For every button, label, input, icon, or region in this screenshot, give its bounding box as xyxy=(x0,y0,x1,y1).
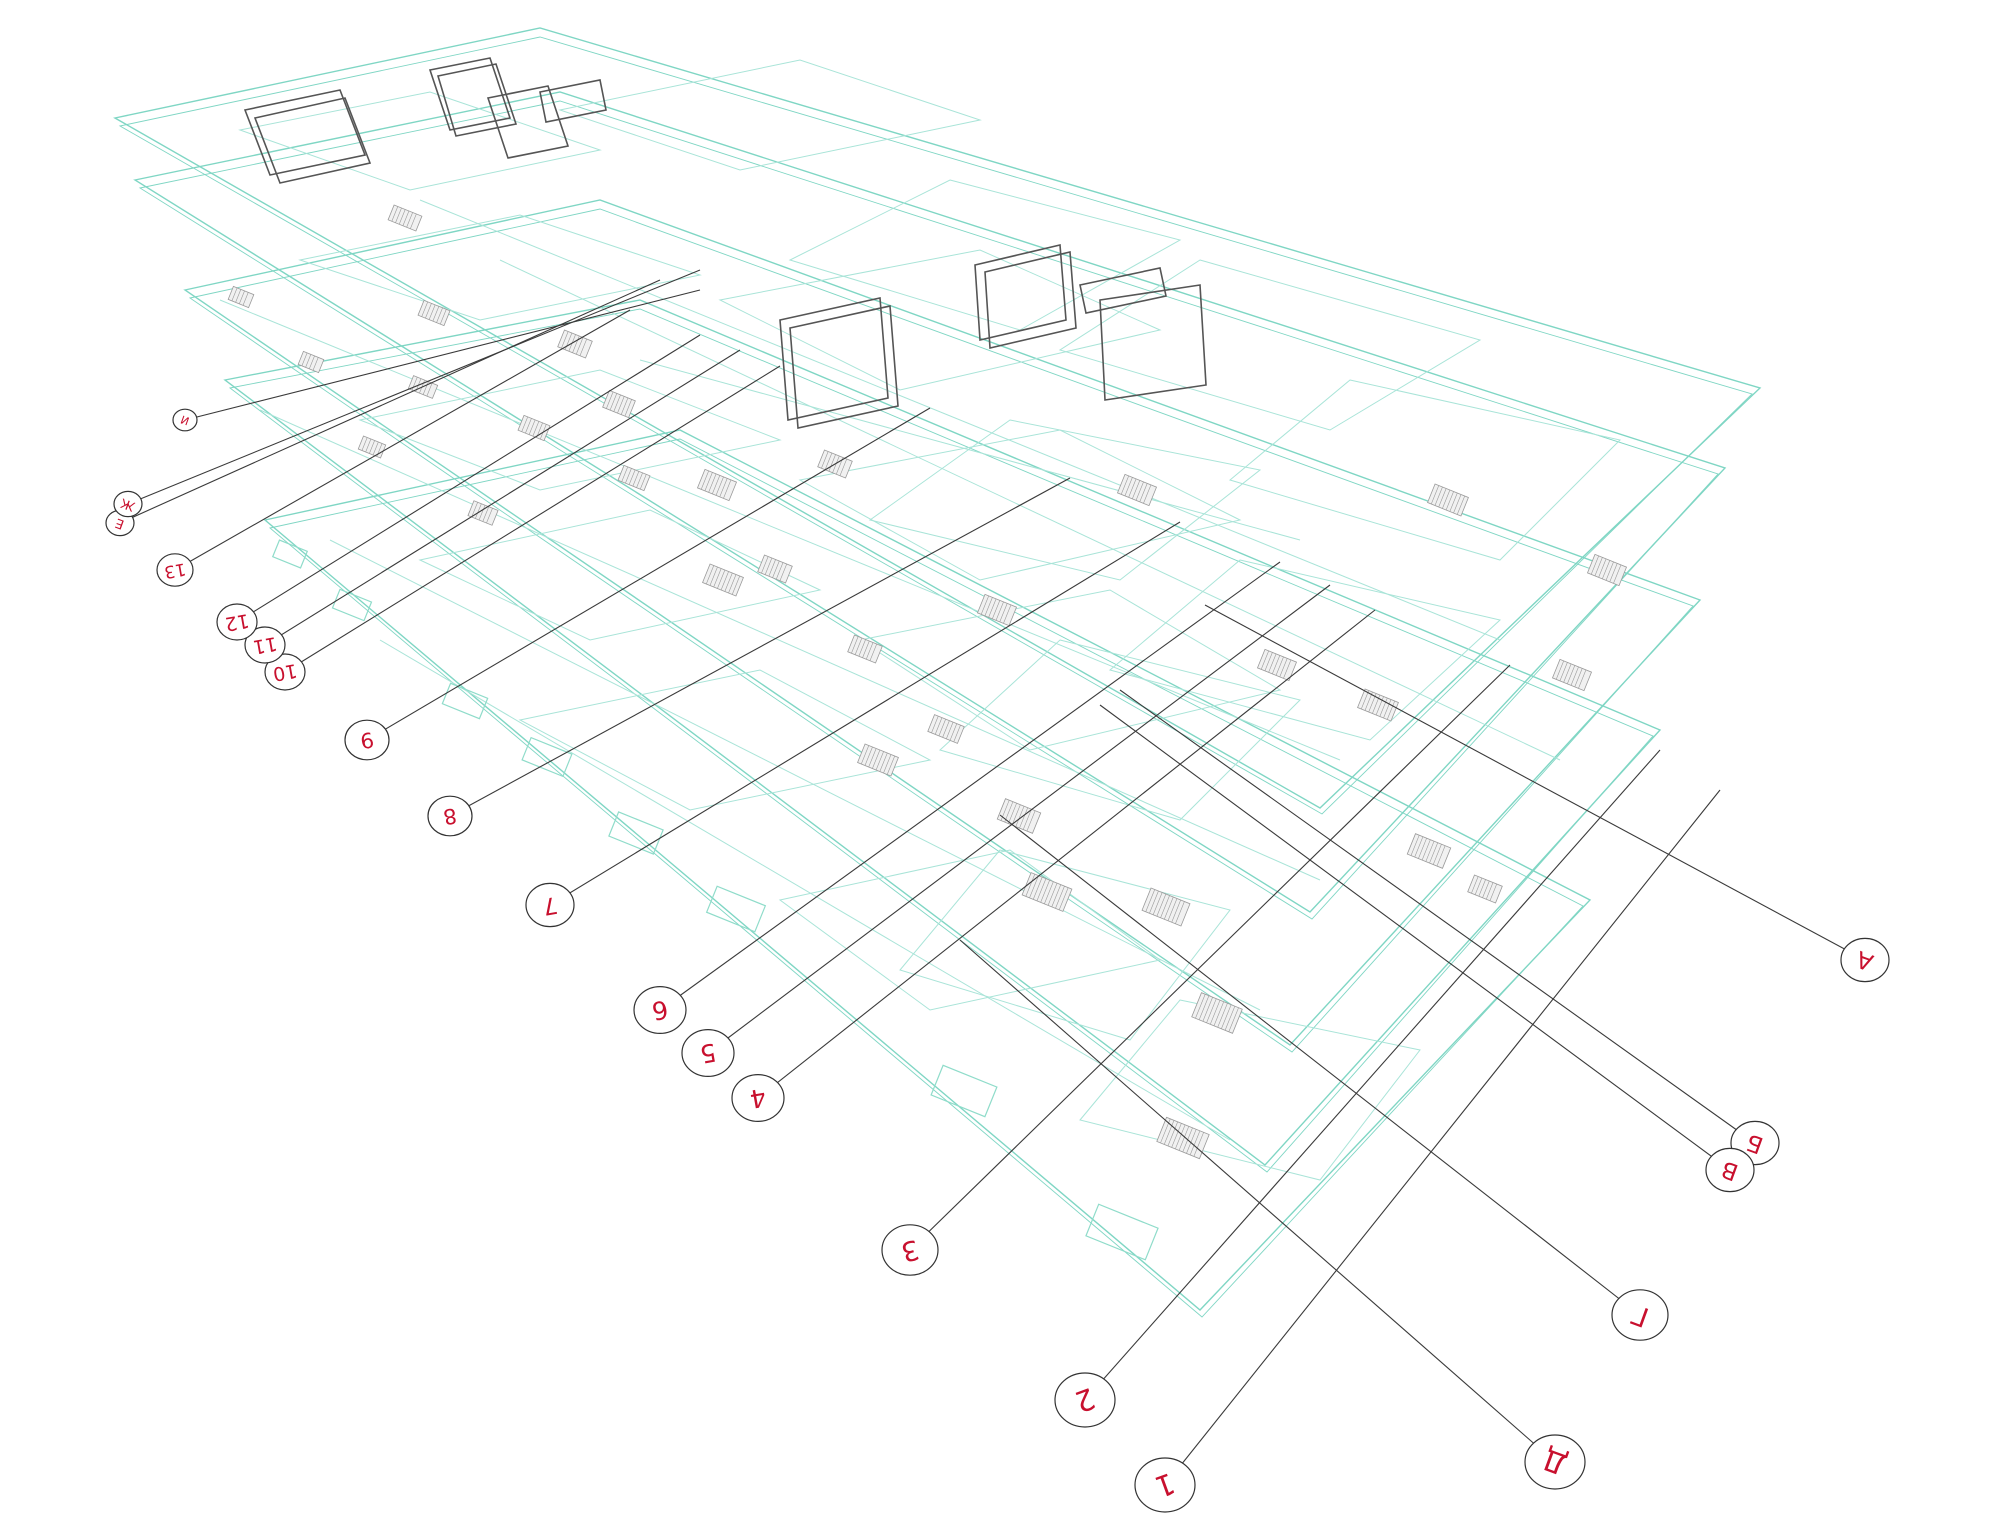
floor-slabs xyxy=(113,27,1762,1318)
axis-bubble-2: 2 xyxy=(1054,1372,1116,1428)
radiator-7 xyxy=(847,634,883,664)
axis-bubble-4: 4 xyxy=(731,1073,785,1122)
axis-line-4 xyxy=(757,609,1376,1099)
radiator-11 xyxy=(1141,887,1191,927)
radiator-13 xyxy=(1156,1116,1210,1160)
axis-bubble-9: 9 xyxy=(344,719,390,761)
axis-label-13: 13 xyxy=(163,558,188,581)
axis-label-10: 10 xyxy=(271,659,299,685)
axis-bubble-3: 3 xyxy=(881,1224,939,1276)
floor-slab-4 xyxy=(133,91,1727,913)
axis-bubble-6: 6 xyxy=(633,985,687,1034)
axis-label-4: 4 xyxy=(748,1082,769,1113)
axis-line-10 xyxy=(284,365,781,673)
axis-line-И xyxy=(184,289,701,421)
axis-line-3 xyxy=(909,664,1511,1251)
grid-axis-lines xyxy=(119,269,1866,1486)
floor-slab-3-edge xyxy=(188,208,1694,1053)
axis-line-Ж xyxy=(127,269,701,505)
axis-bubble-12: 12 xyxy=(216,603,258,641)
axis-bubble-8: 8 xyxy=(427,795,473,837)
axis-line-В xyxy=(1099,704,1731,1171)
radiator-12 xyxy=(1191,992,1243,1034)
roof-slab xyxy=(113,27,1762,809)
floor-slab-2-edge xyxy=(228,308,1654,1173)
roof-slab-edge xyxy=(118,36,1753,815)
axis-bubble-1: 1 xyxy=(1134,1457,1196,1513)
axis-bubble-10: 10 xyxy=(264,653,306,691)
radiator-25 xyxy=(357,435,387,459)
radiator-21 xyxy=(1116,473,1158,507)
radiator-23 xyxy=(617,464,651,492)
axis-label-7: 7 xyxy=(541,891,560,919)
radiator-16 xyxy=(1551,658,1593,692)
axis-label-Ж: Ж xyxy=(119,495,137,514)
axis-bubble-7: 7 xyxy=(525,882,575,928)
axis-bubble-13: 13 xyxy=(156,553,194,587)
radiator-24 xyxy=(467,500,499,526)
axis-line-5 xyxy=(707,584,1331,1054)
room-partitions xyxy=(219,59,1621,1181)
axis-bubble-Г: Г xyxy=(1611,1289,1669,1341)
radiator-10 xyxy=(1021,872,1073,912)
radiator-20 xyxy=(976,593,1018,627)
axis-line-Б xyxy=(1119,689,1756,1144)
floor-slab-4-edge xyxy=(138,100,1719,920)
axis-label-12: 12 xyxy=(223,609,251,635)
axis-line-Е xyxy=(119,279,661,524)
axis-line-1 xyxy=(1164,789,1721,1486)
radiator-18 xyxy=(1406,833,1452,869)
radiator-5 xyxy=(696,468,738,502)
axis-line-А xyxy=(1204,604,1866,961)
floor-slab-3 xyxy=(183,199,1702,1046)
axis-line-Д xyxy=(959,939,1556,1463)
axis-bubble-И: И xyxy=(172,408,198,432)
axis-label-9: 9 xyxy=(358,727,375,753)
axis-line-6 xyxy=(659,561,1281,1011)
radiator-19 xyxy=(1467,874,1503,904)
axis-bubble-А: А xyxy=(1840,937,1890,983)
radiator-15 xyxy=(1586,553,1628,587)
radiator-32 xyxy=(1256,648,1298,682)
axis-line-13 xyxy=(174,309,631,571)
radiator-17 xyxy=(1357,688,1399,722)
axis-line-Г xyxy=(999,814,1641,1316)
radiator-6 xyxy=(702,563,744,597)
axis-bubble-11: 11 xyxy=(244,626,286,664)
radiator-2 xyxy=(417,299,451,327)
shaft-frames xyxy=(243,57,1207,429)
axis-line-8 xyxy=(449,477,1071,817)
axis-bubble-В: В xyxy=(1705,1147,1755,1193)
radiator-26 xyxy=(297,350,325,374)
axis-label-8: 8 xyxy=(441,803,458,829)
radiator-27 xyxy=(227,285,255,309)
radiator-14 xyxy=(1427,483,1469,517)
axis-bubble-Д: Д xyxy=(1524,1434,1586,1490)
radiator-1 xyxy=(387,204,423,232)
radiator-8 xyxy=(857,743,899,777)
axis-label-5: 5 xyxy=(698,1037,719,1068)
axis-line-9 xyxy=(366,407,931,741)
axis-line-11 xyxy=(264,349,741,646)
floor-slab-1-edge xyxy=(269,438,1584,1318)
axis-line-12 xyxy=(236,334,701,623)
axis-bubble-5: 5 xyxy=(681,1028,735,1077)
axis-line-2 xyxy=(1084,749,1661,1401)
axis-label-6: 6 xyxy=(650,994,671,1025)
floor-slab-2 xyxy=(223,299,1662,1166)
radiator-9 xyxy=(996,798,1042,834)
radiator-31 xyxy=(927,714,965,744)
radiator-29 xyxy=(517,414,551,442)
axis-label-11: 11 xyxy=(251,632,279,658)
radiator-30 xyxy=(757,554,793,584)
axis-bubble-Ж: Ж xyxy=(113,490,143,518)
axis-line-7 xyxy=(549,521,1181,906)
radiator-4 xyxy=(602,389,636,419)
floor-slab-1 xyxy=(263,429,1592,1311)
